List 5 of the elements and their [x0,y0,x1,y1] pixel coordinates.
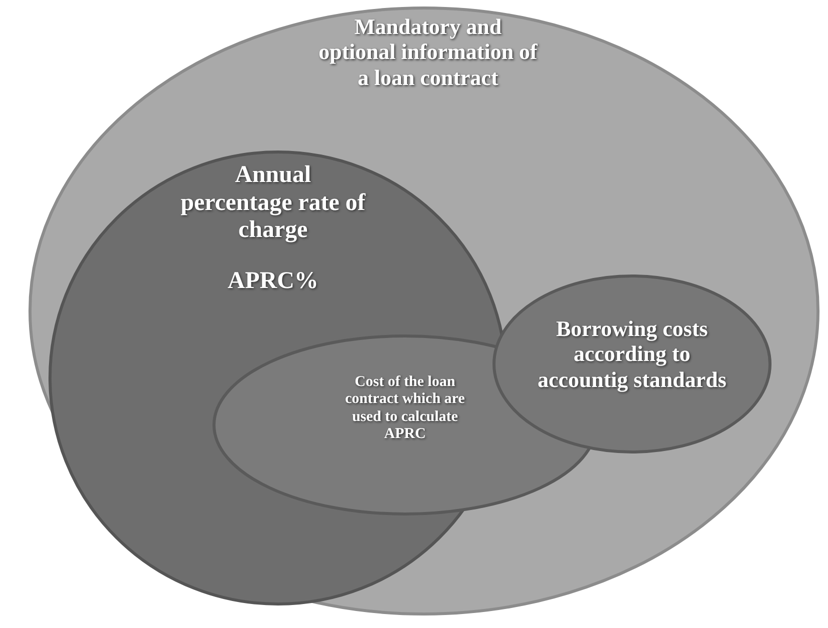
ellipse-label: Cost of the loan contract which are used to calculate APRC [344,374,466,443]
ellipse-label: APRC% [226,268,320,296]
ellipse-label: Annual percentage rate of charge [180,162,367,245]
ellipse-label: Borrowing costs according to accountig standards [537,316,727,392]
ellipse-label: Mandatory and optional information of a loan contract [318,14,538,90]
